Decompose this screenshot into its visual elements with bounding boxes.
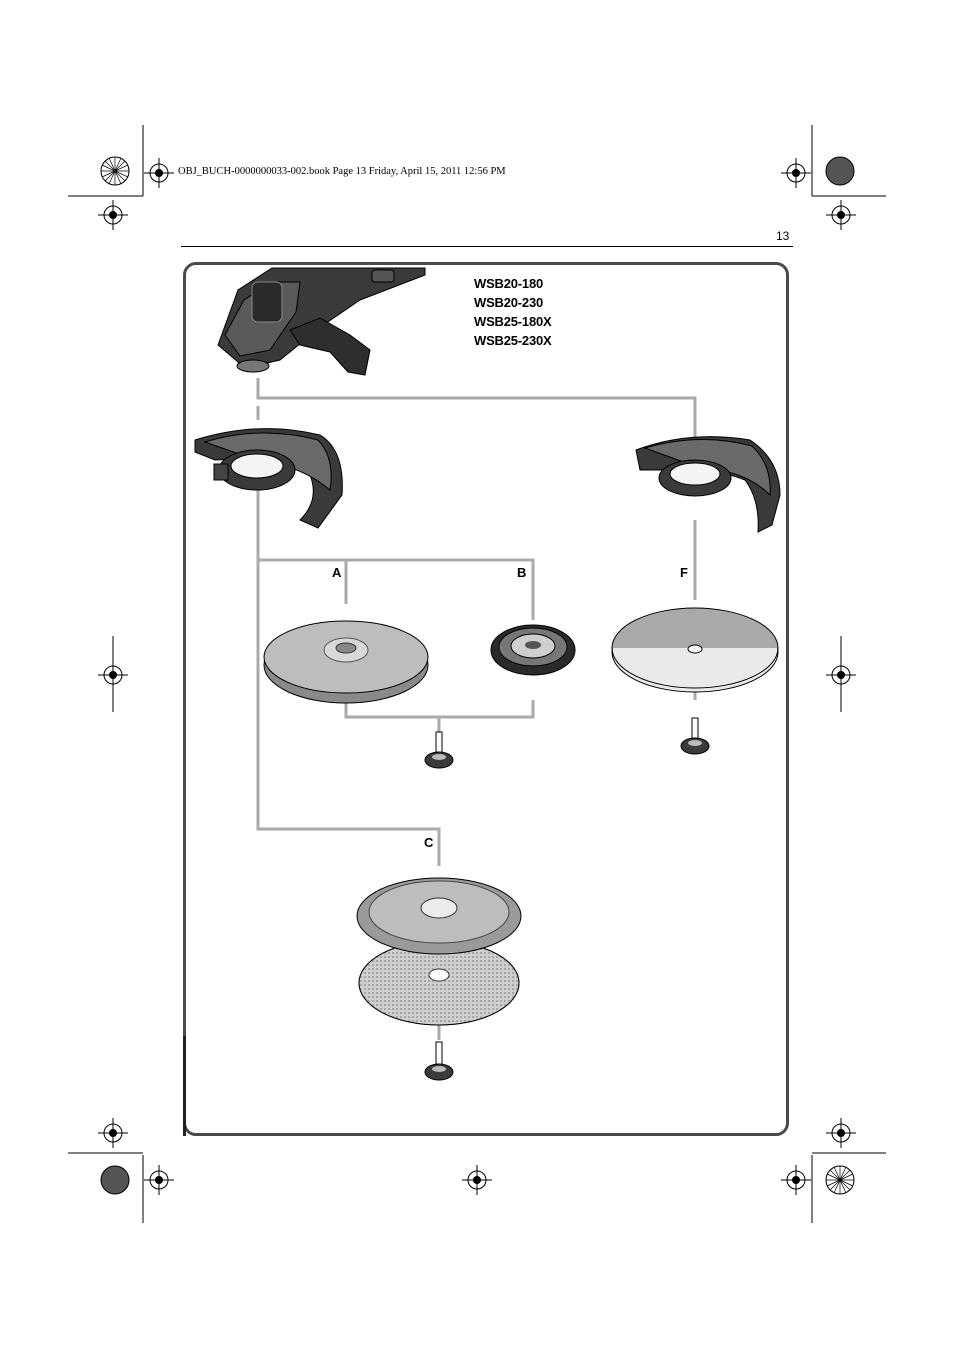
illustration-frame <box>183 262 789 1136</box>
header-rule <box>181 246 793 247</box>
crosshair-target-icon <box>826 1118 856 1148</box>
crosshair-target-icon <box>98 660 128 690</box>
crosshair-target-icon <box>781 158 811 188</box>
crosshair-target-icon <box>826 200 856 230</box>
color-target-icon <box>100 1165 130 1195</box>
page-number: 13 <box>776 229 790 243</box>
star-target-icon <box>825 1165 855 1195</box>
backing-pad-c-illustration <box>356 877 522 1026</box>
crosshair-target-icon <box>98 200 128 230</box>
cutting-disc-f-illustration <box>611 607 779 693</box>
crosshair-target-icon <box>144 158 174 188</box>
backing-pad-a-illustration <box>263 620 429 704</box>
label-a: A <box>332 565 342 580</box>
label-b: B <box>517 565 527 580</box>
wheel-guard-right-illustration <box>635 436 781 533</box>
star-target-icon <box>100 156 130 186</box>
label-c: C <box>424 835 434 850</box>
color-target-icon <box>825 156 855 186</box>
connector-lines <box>256 378 697 1040</box>
crosshair-target-icon <box>462 1165 492 1195</box>
label-f: F <box>680 565 688 580</box>
crosshair-target-icon <box>826 660 856 690</box>
wire-brush-b-illustration <box>490 624 576 676</box>
crosshair-target-icon <box>781 1165 811 1195</box>
angle-grinder-illustration <box>217 267 426 376</box>
model-name: WSB25-230X <box>474 333 552 348</box>
frame-accent <box>183 1036 186 1136</box>
crosshair-target-icon <box>144 1165 174 1195</box>
model-name: WSB25-180X <box>474 314 552 329</box>
model-list: WSB20-180 WSB20-230 WSB25-180X WSB25-230… <box>474 274 552 350</box>
model-name: WSB20-230 <box>474 295 544 310</box>
wheel-guard-left-illustration <box>194 428 343 529</box>
clamping-nut-illustration <box>424 1041 454 1081</box>
print-job-header: OBJ_BUCH-0000000033-002.book Page 13 Fri… <box>178 166 506 177</box>
crosshair-target-icon <box>98 1118 128 1148</box>
model-name: WSB20-180 <box>474 276 544 291</box>
clamping-nut-illustration <box>424 731 454 769</box>
clamping-nut-illustration <box>680 717 710 755</box>
